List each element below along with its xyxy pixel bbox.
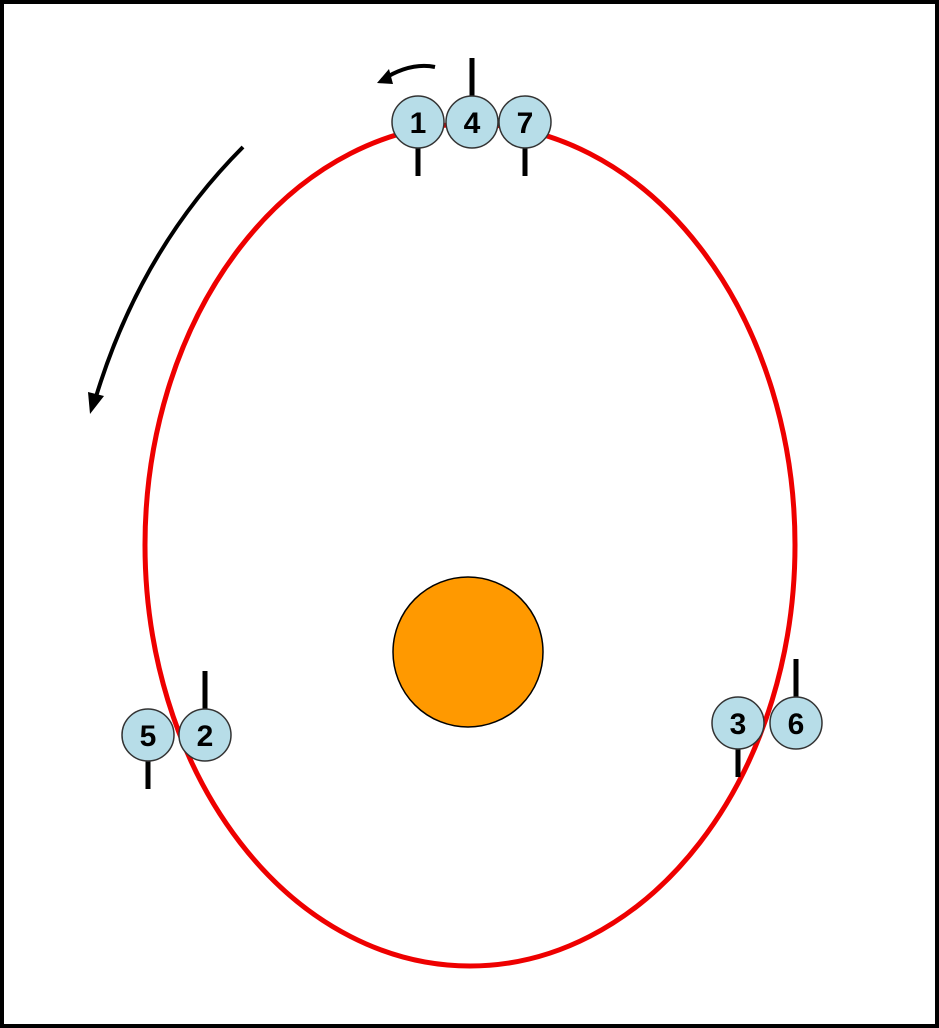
orbiting-body: 7 xyxy=(498,95,552,176)
orbiting-body: 2 xyxy=(178,671,232,762)
body-circle xyxy=(121,708,175,762)
body-circle xyxy=(711,696,765,750)
body-circle xyxy=(178,708,232,762)
orbiting-body: 6 xyxy=(769,659,823,750)
orbiting-body: 5 xyxy=(121,708,175,789)
body-label: 7 xyxy=(517,107,534,140)
body-label: 4 xyxy=(464,107,481,140)
body-label: 3 xyxy=(730,708,747,741)
body-label: 1 xyxy=(410,107,427,140)
body-circle xyxy=(391,95,445,149)
body-label: 2 xyxy=(197,720,214,753)
body-circle xyxy=(445,95,499,149)
body-circle xyxy=(769,696,823,750)
orbiting-body: 1 xyxy=(391,95,445,176)
direction-arrow-large xyxy=(93,145,245,401)
body-circle xyxy=(498,95,552,149)
orbiting-bodies: 1 4 7 5 2 3 6 xyxy=(121,58,823,789)
direction-arrow-small-head xyxy=(377,69,393,84)
body-label: 5 xyxy=(140,720,157,753)
orbiting-body: 3 xyxy=(711,696,765,777)
orbiting-body: 4 xyxy=(445,58,499,149)
direction-arrow-large-head xyxy=(88,392,104,414)
body-label: 6 xyxy=(788,708,805,741)
central-star xyxy=(392,576,544,728)
